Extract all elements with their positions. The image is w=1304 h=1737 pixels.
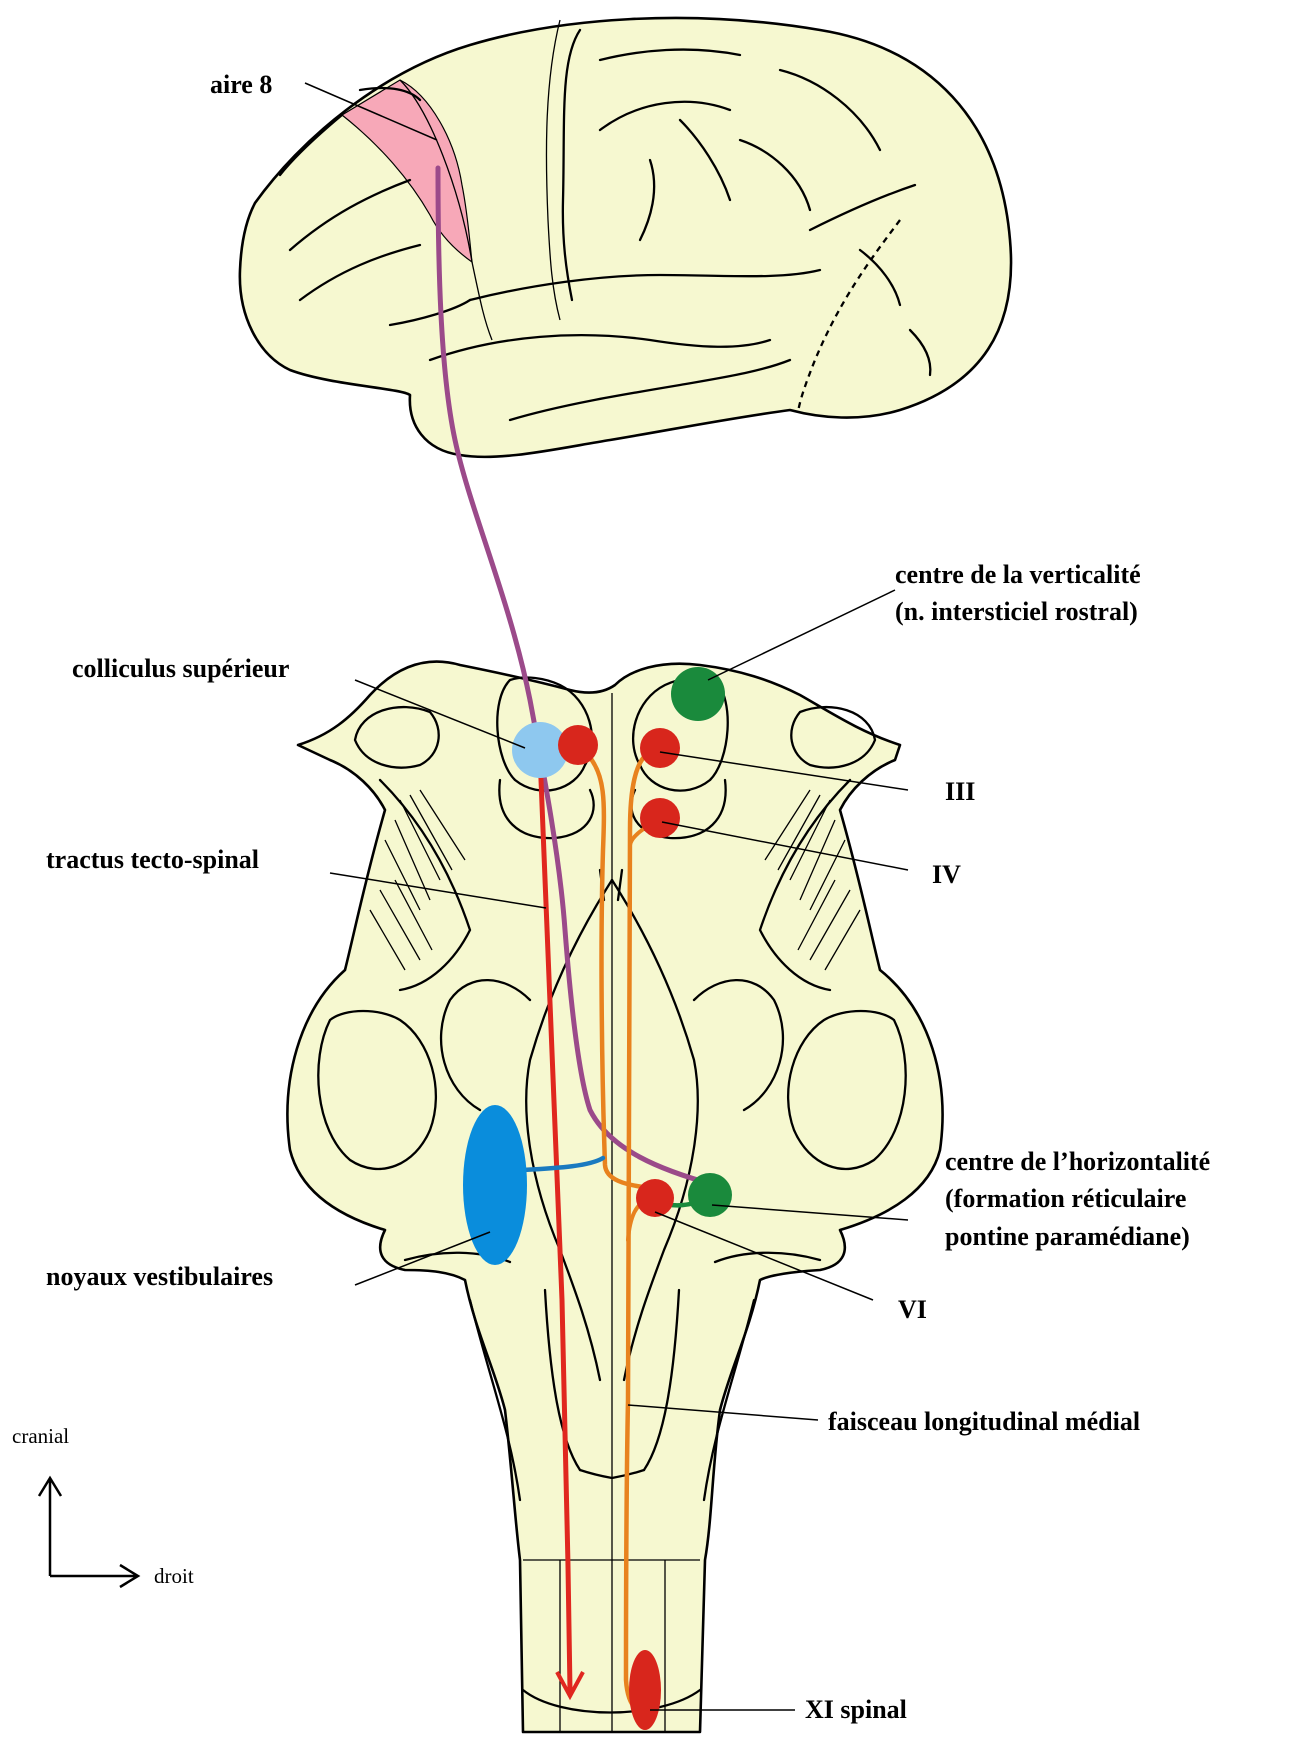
label-area-8: aire 8 <box>210 70 272 99</box>
label-horizontal-center-1: centre de l’horizontalité <box>945 1147 1210 1176</box>
label-horizontal-center-3: pontine paramédiane) <box>945 1222 1190 1251</box>
vestibular-nuclei <box>463 1105 527 1265</box>
orientation-right-label: droit <box>154 1564 194 1588</box>
orientation-indicator: cranial droit <box>12 1424 194 1588</box>
label-mlf: faisceau longitudinal médial <box>828 1407 1140 1436</box>
nucleus-VI <box>636 1179 674 1217</box>
orientation-up-arrow <box>39 1478 61 1576</box>
label-nerve-IV: IV <box>932 860 961 889</box>
label-horizontal-center-2: (formation réticulaire <box>945 1184 1186 1213</box>
label-vertical-center-2: (n. intersticiel rostral) <box>895 597 1138 626</box>
label-tectospinal-tract: tractus tecto-spinal <box>46 845 259 874</box>
label-vestibular-nuclei: noyaux vestibulaires <box>46 1262 273 1291</box>
nucleus-III <box>640 728 680 768</box>
label-nerve-III: III <box>945 777 975 806</box>
orientation-right-arrow <box>50 1565 138 1587</box>
hemisphere-outline <box>240 18 1011 457</box>
brainstem-outline <box>287 662 942 1732</box>
cerebral-hemisphere <box>240 18 1011 457</box>
orientation-up-label: cranial <box>12 1424 69 1448</box>
left-red-nucleus-III <box>558 725 598 765</box>
label-nerve-VI: VI <box>898 1295 927 1324</box>
horizontal-gaze-center <box>688 1173 732 1217</box>
label-vertical-center-1: centre de la verticalité <box>895 560 1141 589</box>
nucleus-XI-spinal <box>629 1650 661 1730</box>
label-superior-colliculus: colliculus supérieur <box>72 654 289 683</box>
label-nerve-XI: XI spinal <box>805 1695 907 1724</box>
nucleus-IV <box>640 798 680 838</box>
brainstem <box>287 662 942 1732</box>
